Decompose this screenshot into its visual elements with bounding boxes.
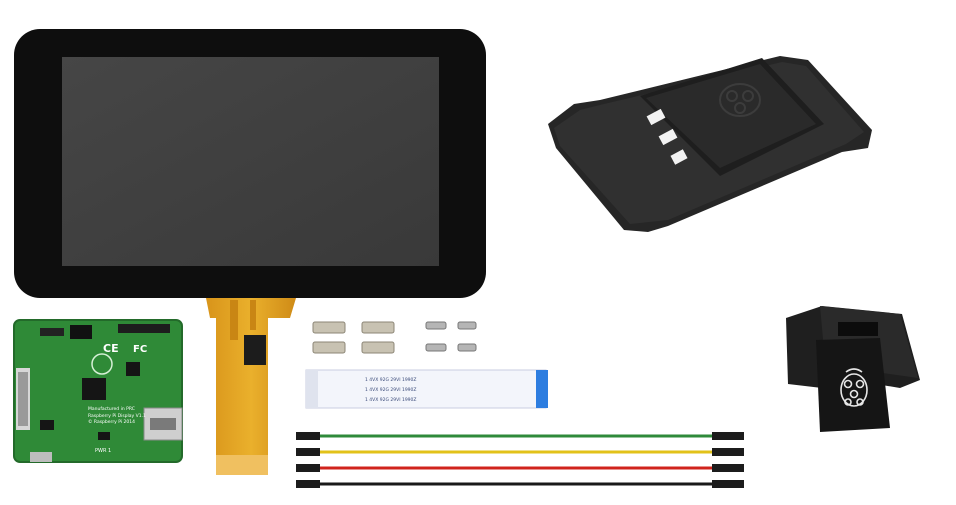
standoff — [361, 341, 395, 354]
raspberry-logo-icon — [719, 83, 761, 117]
board-silk-line2: Raspberry Pi Display V1.1 — [88, 413, 146, 419]
board-silk-line3: © Raspberry Pi 2014 — [88, 418, 135, 425]
ribbon-marking: 1 4VX 92G 29VI 1990Z — [365, 377, 417, 383]
adapter-board: CE FC Manufactured in PRC Raspberry Pi D… — [13, 319, 183, 463]
touchscreen-display — [14, 29, 486, 298]
jumper-wire-red — [296, 464, 744, 472]
raspberry-logo-icon — [840, 368, 868, 407]
screw — [457, 343, 477, 352]
screw — [425, 343, 447, 352]
board-silk-line1: Manufactured in PRC — [88, 406, 135, 412]
board-pwr-label: PWR 1 — [95, 448, 111, 454]
jumper-wires — [296, 432, 744, 488]
flex-cable — [206, 298, 296, 475]
ribbon-cable: 1 4VX 92G 29VI 1990Z 1 4VX 92G 29VI 1990… — [305, 369, 548, 409]
display-stand-case-small — [786, 306, 920, 432]
jumper-wire-yellow — [296, 448, 744, 456]
raspberry-logo-icon — [91, 353, 113, 375]
jumper-wire-green — [296, 432, 744, 440]
screw — [425, 321, 447, 330]
ribbon-marking: 1 4VX 92G 29VI 1990Z — [365, 387, 417, 393]
fcc-mark: FC — [133, 344, 147, 355]
standoff — [312, 341, 346, 354]
standoff — [361, 321, 395, 334]
screw — [457, 321, 477, 330]
ce-mark: CE — [103, 342, 119, 355]
standoffs-and-screws — [312, 321, 477, 354]
standoff — [312, 321, 346, 334]
display-stand-case — [548, 56, 872, 232]
ribbon-marking: 1 4VX 92G 29VI 1990Z — [365, 397, 417, 403]
jumper-wire-black — [296, 480, 744, 488]
